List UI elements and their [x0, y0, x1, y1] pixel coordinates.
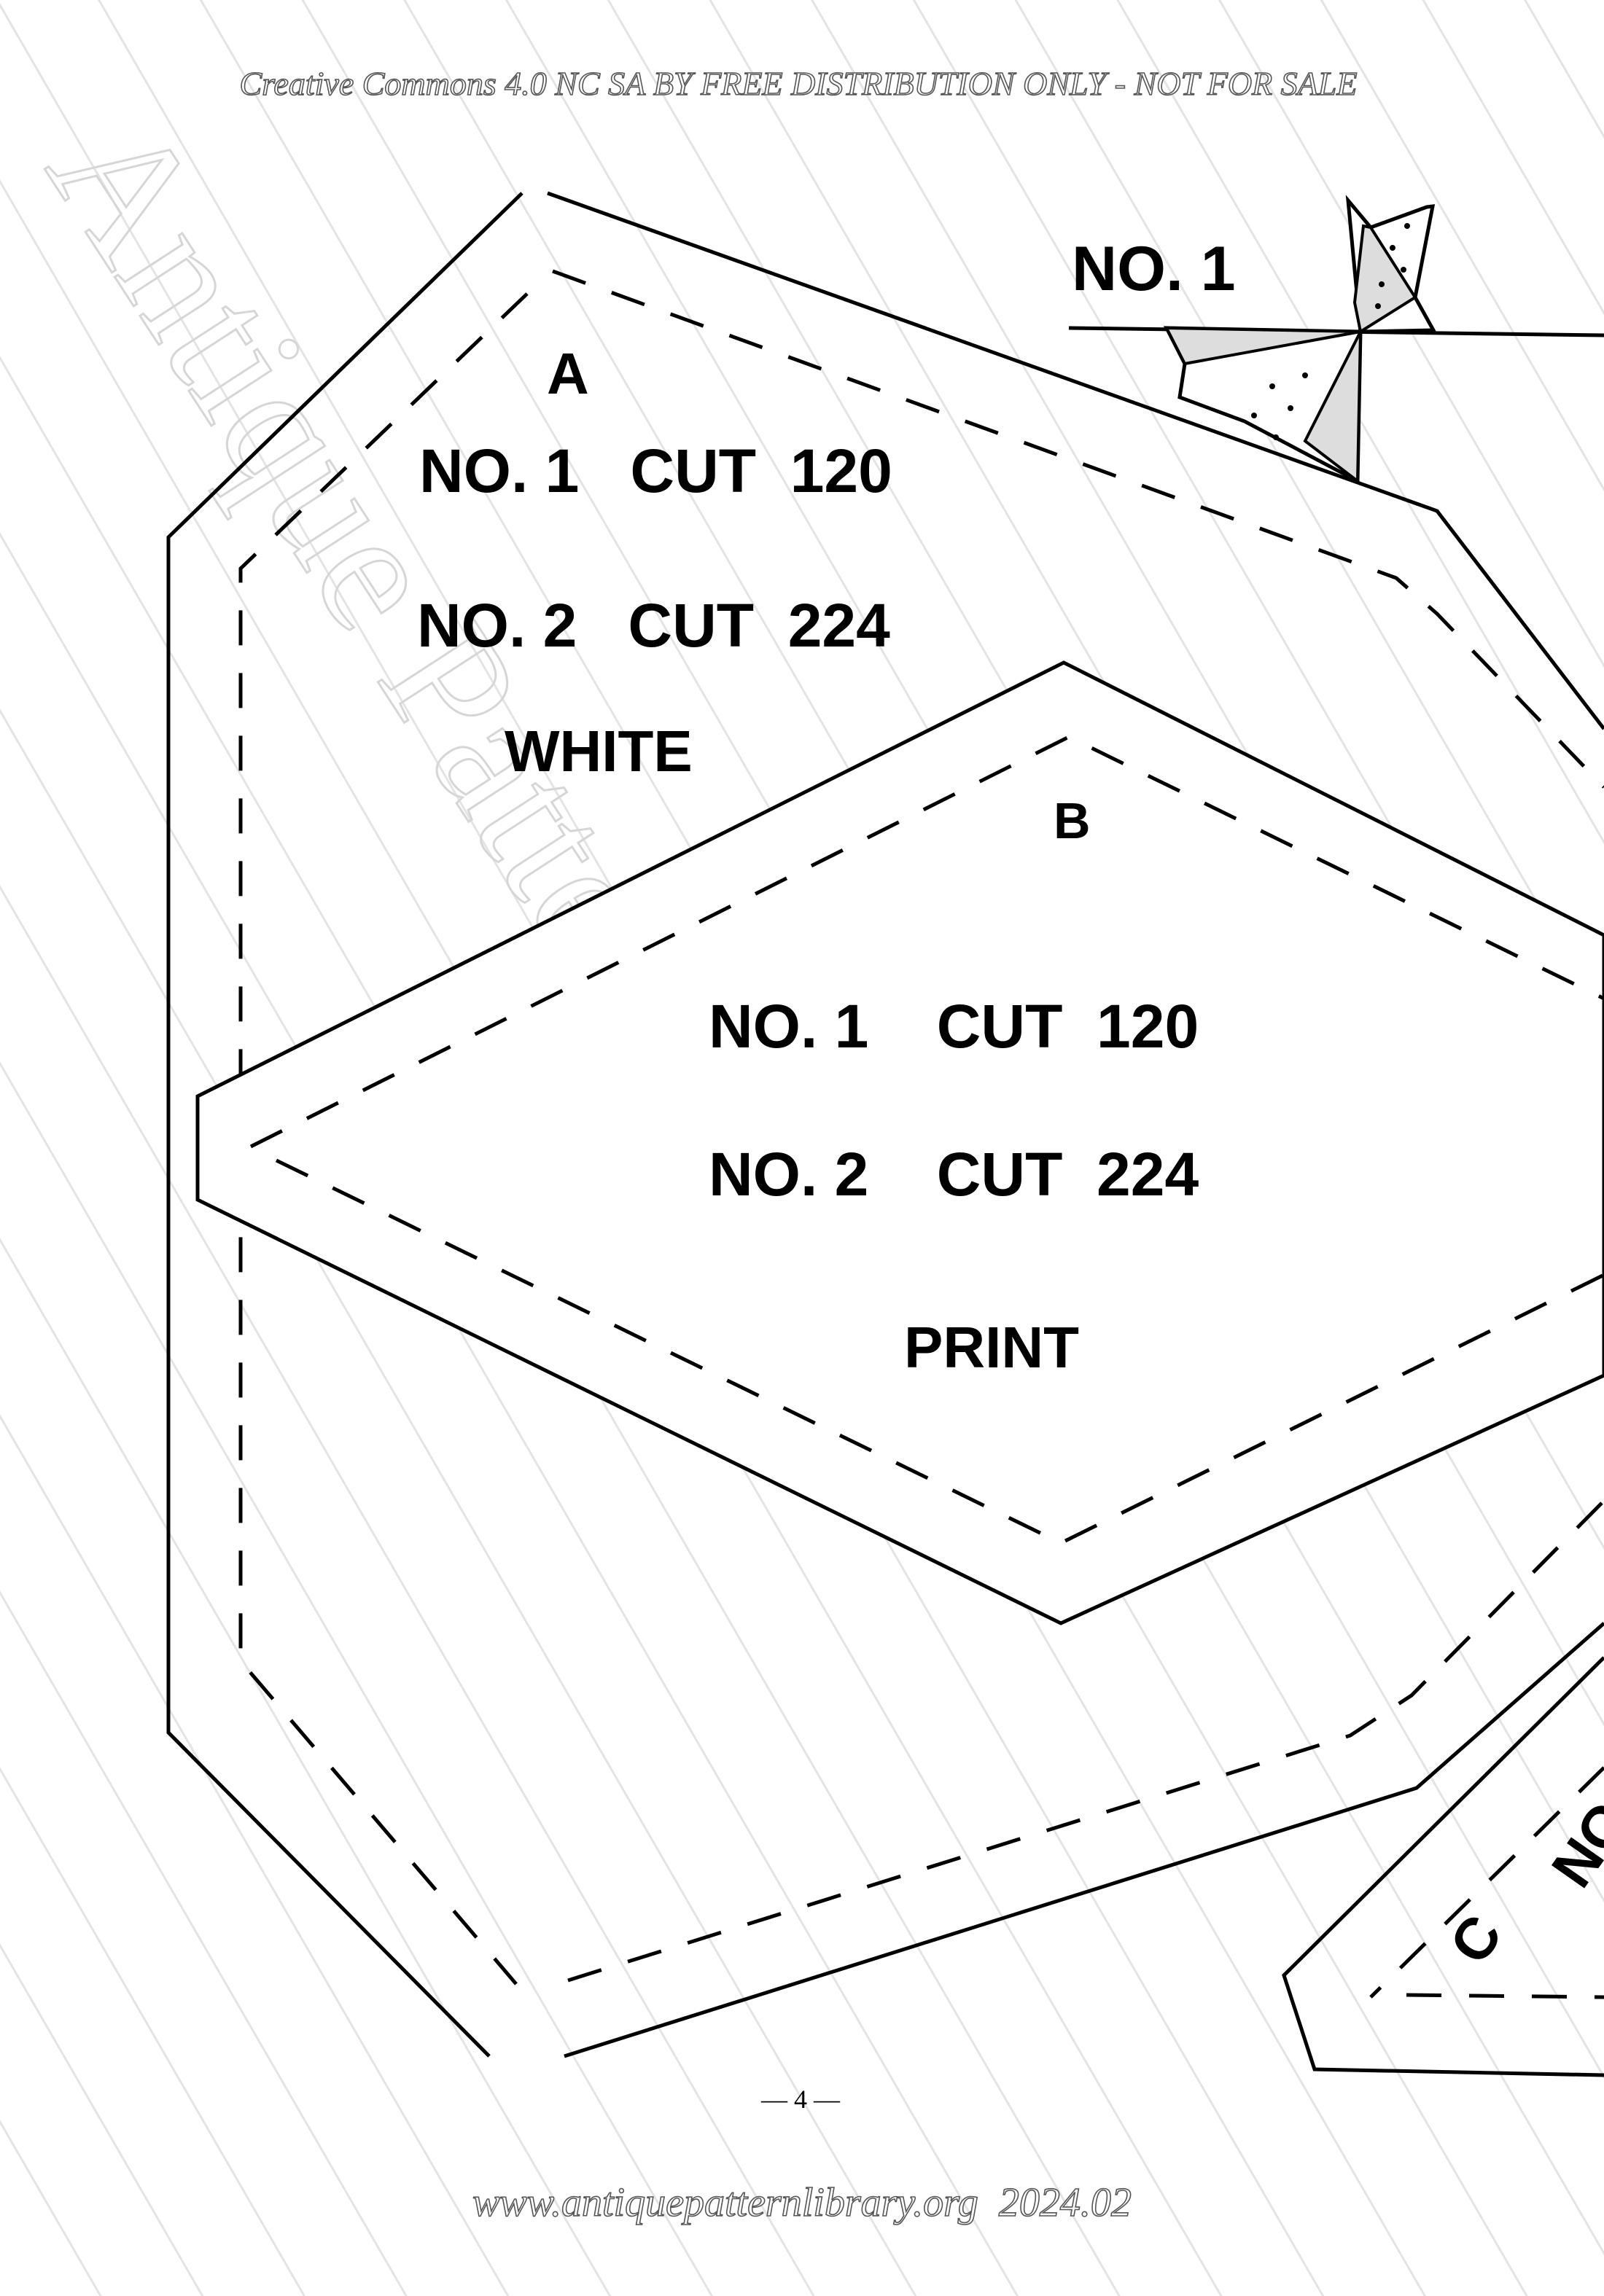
piece-c-template: C NO — [1282, 1656, 1604, 2077]
piece-a-color: WHITE — [505, 719, 693, 784]
piece-a-cut-no2: NO. 2 CUT 224 — [417, 591, 890, 660]
piece-b-letter: B — [1054, 792, 1091, 849]
piece-b-cut-no2: NO. 2 CUT 224 — [709, 1140, 1199, 1208]
footer-url: www.antiquepatternlibrary.org 2024.02 — [472, 2180, 1132, 2225]
piece-a-cut-no1: NO. 1 CUT 120 — [419, 437, 892, 505]
piece-c-letter: C — [1437, 1903, 1514, 1975]
block-label: NO. 1 — [1072, 234, 1236, 304]
piece-a-template — [166, 191, 1604, 2058]
piece-a-letter: A — [547, 341, 589, 406]
piece-b-template — [195, 660, 1604, 1625]
piece-b-color: PRINT — [904, 1315, 1079, 1380]
piece-c-partial-label: NO — [1539, 1789, 1604, 1898]
piece-b-cut-no1: NO. 1 CUT 120 — [709, 992, 1199, 1061]
page-number: — 4 — — [760, 2085, 841, 2114]
license-header: Creative Commons 4.0 NC SA BY FREE DISTR… — [240, 65, 1358, 102]
star-block-illustration: NO. 1 — [1068, 195, 1604, 485]
